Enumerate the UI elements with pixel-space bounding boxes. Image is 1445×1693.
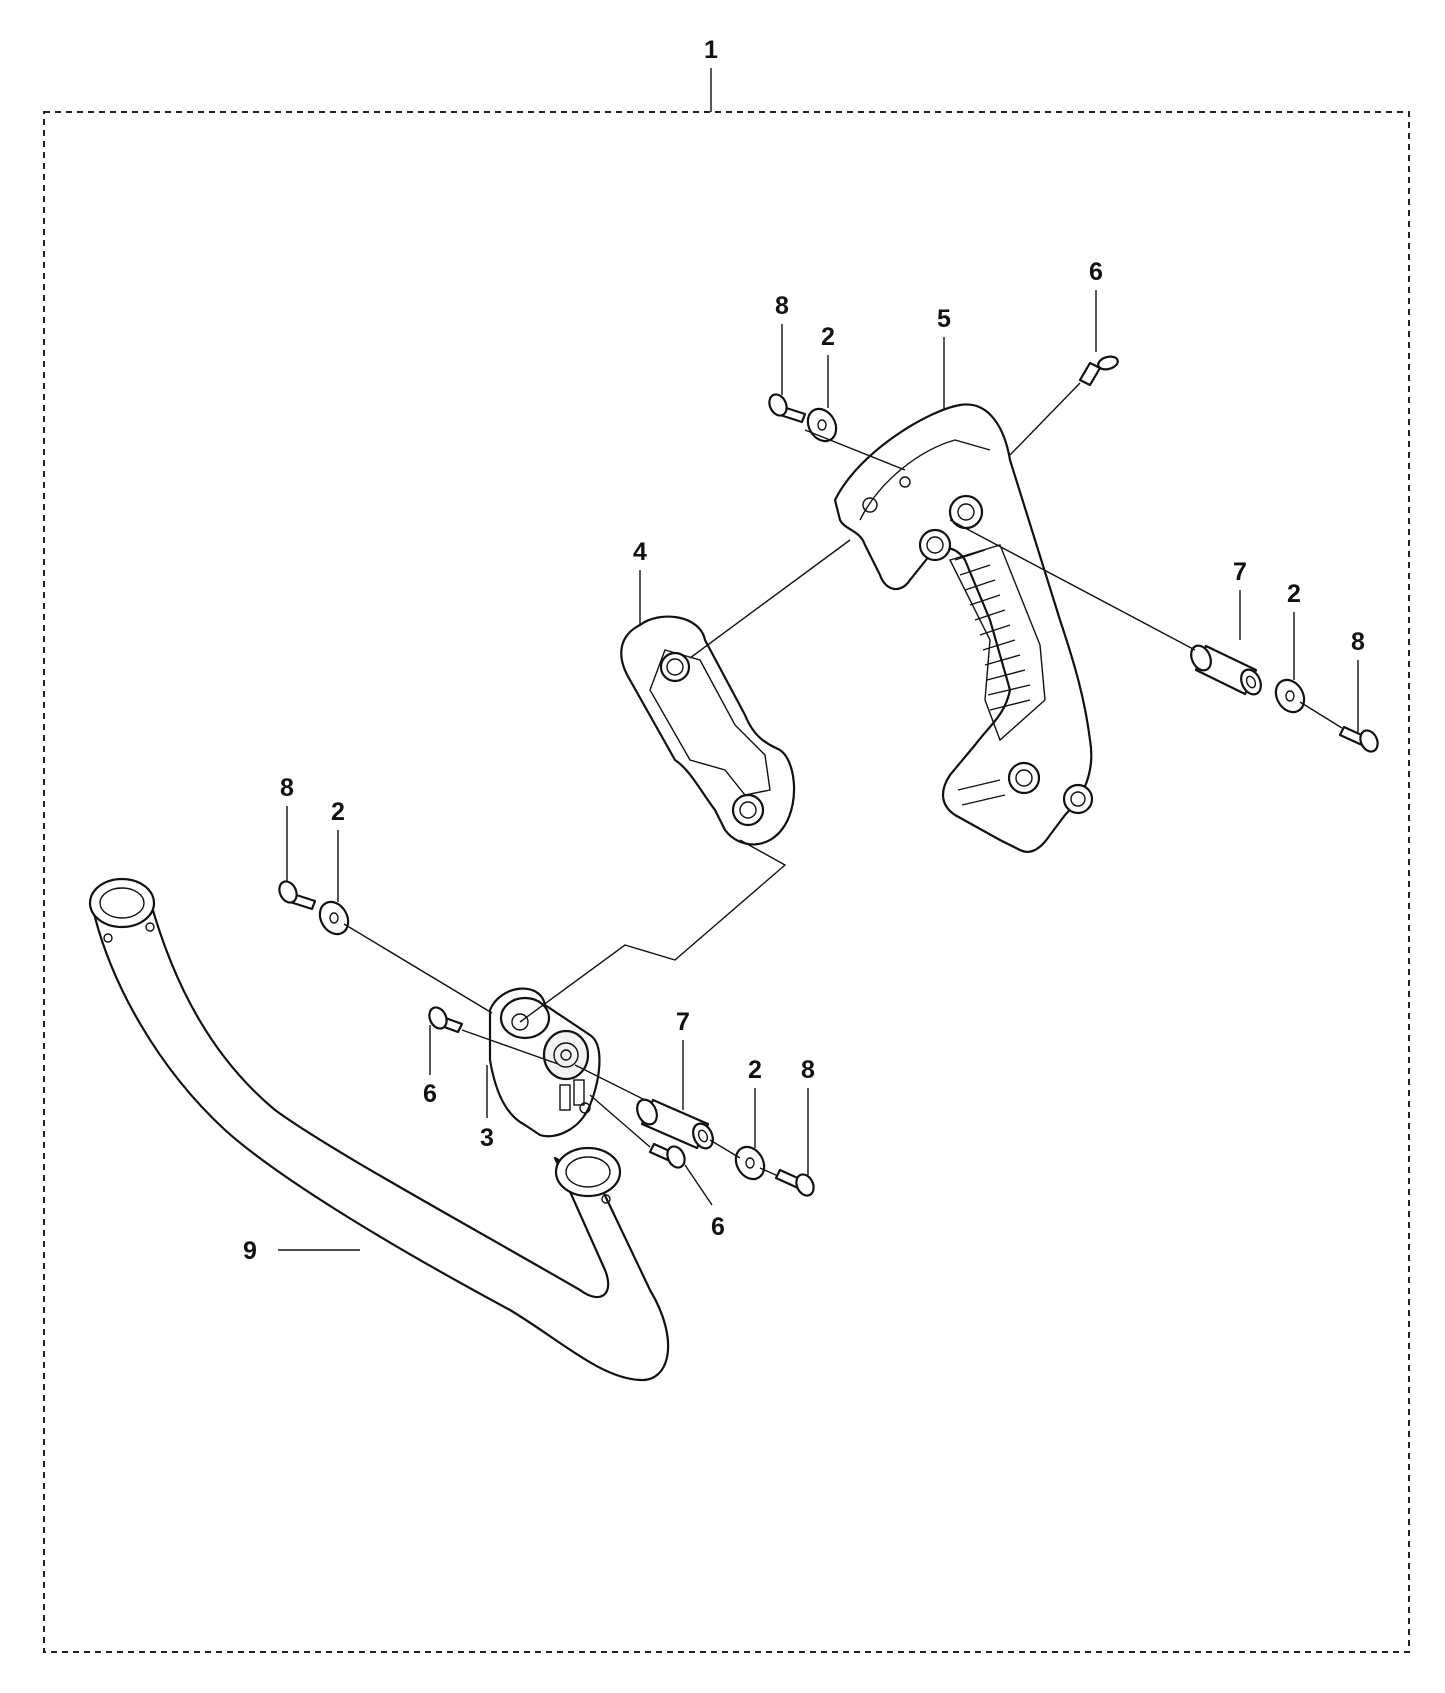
assembly-lines <box>343 382 1343 1177</box>
bolt-top-part <box>768 393 807 424</box>
callout-8-top: 8 <box>775 292 789 320</box>
tube-end-top <box>88 877 156 929</box>
washer-top-part <box>806 407 838 443</box>
spacer-low-part <box>636 1098 714 1150</box>
callout-2-right: 2 <box>1287 580 1301 608</box>
callout-9: 9 <box>243 1237 257 1265</box>
bolt-right-part <box>1338 725 1379 753</box>
callout-6-low: 6 <box>711 1213 725 1241</box>
callout-8-right: 8 <box>1351 628 1365 656</box>
callout-6-top: 6 <box>1089 258 1103 286</box>
screw-low-part <box>648 1142 686 1169</box>
bolt-low-part <box>774 1168 815 1197</box>
callout-6-mid: 6 <box>423 1080 437 1108</box>
washer-left-part <box>318 900 350 936</box>
tube-part <box>88 877 670 1382</box>
screw-top-part <box>1078 355 1119 387</box>
spacer-right-part <box>1190 644 1262 696</box>
callout-2-low: 2 <box>748 1056 762 1084</box>
bolt-left-part <box>278 880 317 911</box>
callout-2-left: 2 <box>331 798 345 826</box>
callout-7-right: 7 <box>1233 558 1247 586</box>
assembly-frame <box>43 111 1410 1653</box>
callout-1: 1 <box>704 36 718 64</box>
callout-3: 3 <box>480 1124 494 1152</box>
callout-8-left: 8 <box>280 774 294 802</box>
callout-4: 4 <box>633 538 647 566</box>
washer-right-part <box>1274 678 1306 714</box>
callout-leaders <box>278 290 1359 1251</box>
screw-mid-part <box>428 1006 464 1034</box>
callout-5: 5 <box>937 305 951 333</box>
bracket-lower-part <box>488 987 601 1138</box>
callout-8-low: 8 <box>801 1056 815 1084</box>
handle-part <box>833 403 1094 853</box>
tube-end-bottom <box>554 1146 622 1198</box>
washer-low-part <box>734 1145 766 1181</box>
plate-part <box>620 615 796 846</box>
callout-7-low: 7 <box>676 1008 690 1036</box>
callout-2-top: 2 <box>821 323 835 351</box>
